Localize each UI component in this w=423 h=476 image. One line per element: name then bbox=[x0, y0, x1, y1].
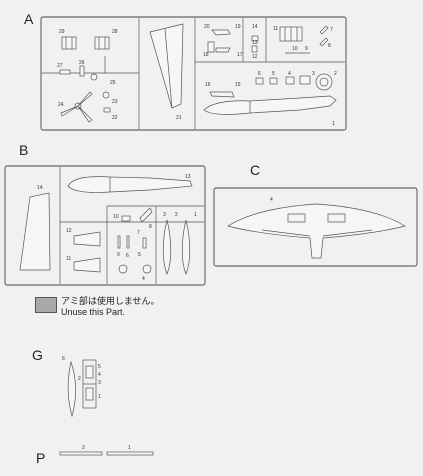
sprue-p-letter: P bbox=[36, 450, 46, 466]
sprue-c-part-4-wing: 4 bbox=[227, 197, 406, 259]
sprue-b-part-13-fuselage: 13 bbox=[67, 174, 193, 193]
part-number: 28 bbox=[112, 29, 118, 35]
part-number: 9 bbox=[305, 46, 308, 52]
part-number: 1 bbox=[332, 121, 335, 127]
sprue-a-parts-6-2: 6 5 4 3 2 bbox=[255, 71, 337, 91]
sprue-a-part-22: 22 bbox=[103, 107, 118, 121]
sprue-a-part-29: 29 bbox=[59, 29, 77, 50]
part-number: 17 bbox=[237, 52, 243, 58]
part-number: 12 bbox=[66, 228, 72, 234]
sprue-a-part-27: 27 bbox=[57, 63, 71, 75]
part-number: 13 bbox=[185, 174, 191, 180]
sprue-a-part-1-fuselage: 1 bbox=[203, 95, 337, 127]
part-number: 10 bbox=[113, 214, 119, 220]
sprue-a-part-11-engine: 11 bbox=[273, 26, 303, 42]
legend-english: Unuse this Part. bbox=[61, 307, 126, 317]
part-number: 4 bbox=[288, 71, 291, 77]
sprue-a-parts-14-12: 14 13 12 bbox=[251, 24, 259, 60]
part-number: 22 bbox=[112, 115, 118, 121]
part-number: 2 bbox=[78, 376, 81, 382]
part-number: 9 bbox=[117, 252, 120, 258]
part-number: 23 bbox=[112, 99, 118, 105]
sprue-g-letter: G bbox=[32, 347, 43, 363]
sprue-a-parts-16-15: 16 15 bbox=[205, 82, 241, 98]
part-number: 3 bbox=[98, 380, 101, 386]
unused-parts-swatch bbox=[35, 297, 57, 313]
part-number: 2 bbox=[82, 445, 85, 451]
sprue-a-part-25: 25 bbox=[90, 73, 116, 86]
sprue-c-frame bbox=[213, 187, 418, 267]
part-number: 29 bbox=[59, 29, 65, 35]
part-number: 8 bbox=[328, 43, 331, 49]
part-number: 24 bbox=[58, 102, 64, 108]
part-number: 6 bbox=[258, 71, 261, 77]
part-number: 13 bbox=[252, 40, 258, 46]
sprue-b-frame bbox=[4, 165, 206, 286]
unused-parts-legend: アミ部は使用しません。 Unuse this Part. bbox=[61, 296, 160, 318]
legend-japanese: アミ部は使用しません。 bbox=[61, 296, 160, 306]
sprue-g-frame bbox=[82, 359, 97, 409]
part-number: 12 bbox=[252, 54, 258, 60]
part-number: 14 bbox=[37, 185, 43, 191]
part-number: 14 bbox=[252, 24, 258, 30]
sprue-a-part-28: 28 bbox=[94, 29, 118, 50]
sprue-b-parts-10-4: 10 9 8 7 6 5 4 bbox=[113, 207, 153, 282]
part-number: 5 bbox=[138, 252, 141, 258]
part-number: 10 bbox=[292, 46, 298, 52]
part-number: 16 bbox=[205, 82, 211, 88]
part-number: 4 bbox=[270, 197, 273, 203]
sprue-b-parts-12-11: 12 11 bbox=[66, 228, 101, 273]
sprue-a-parts-20-17: 20 19 18 17 bbox=[203, 24, 243, 58]
part-number: 26 bbox=[79, 60, 85, 66]
part-number: 7 bbox=[137, 230, 140, 236]
sprue-c-letter: C bbox=[250, 162, 261, 178]
part-number: 3 bbox=[163, 212, 166, 218]
part-number: 27 bbox=[57, 63, 63, 69]
part-number: 4 bbox=[98, 372, 101, 378]
part-number: 11 bbox=[66, 256, 71, 262]
sprue-a-frame bbox=[40, 16, 347, 131]
sprue-a-part-24-propeller: 24 bbox=[58, 91, 93, 123]
sprue-b-parts-3-1: 3 2 1 bbox=[162, 212, 197, 275]
part-number: 2 bbox=[334, 71, 337, 77]
part-number: 4 bbox=[142, 276, 145, 282]
part-number: 6 bbox=[62, 356, 65, 362]
part-number: 19 bbox=[235, 24, 241, 30]
part-number: 7 bbox=[330, 27, 333, 33]
part-number: 6 bbox=[126, 253, 129, 259]
part-number: 1 bbox=[128, 445, 131, 451]
part-number: 1 bbox=[98, 394, 101, 400]
sprue-a-part-23: 23 bbox=[102, 91, 118, 105]
part-number: 25 bbox=[110, 80, 116, 86]
sprue-b-letter: B bbox=[19, 142, 29, 158]
sprue-b-part-14: 14 bbox=[19, 185, 51, 271]
sprue-a-part-21-rudder: 21 bbox=[149, 23, 184, 121]
part-number: 3 bbox=[312, 71, 315, 77]
sprue-g-parts-5-1: 5 4 3 2 1 bbox=[78, 364, 101, 401]
part-number: 11 bbox=[273, 26, 278, 32]
part-number: 5 bbox=[98, 364, 101, 370]
sprue-a-letter: A bbox=[24, 11, 34, 27]
part-number: 2 bbox=[175, 212, 178, 218]
sprue-p-parts: 2 1 bbox=[59, 445, 154, 456]
sprue-a-parts-10-9-8-7: 10 9 8 7 bbox=[285, 25, 333, 54]
sprue-g-part-6-canopy: 6 bbox=[62, 356, 76, 418]
sprue-a-part-26: 26 bbox=[79, 60, 85, 77]
part-number: 15 bbox=[235, 82, 241, 88]
part-number: 18 bbox=[203, 52, 209, 58]
part-number: 8 bbox=[149, 224, 152, 230]
part-number: 5 bbox=[272, 71, 275, 77]
part-number: 20 bbox=[204, 24, 210, 30]
part-number: 1 bbox=[194, 212, 197, 218]
part-number: 21 bbox=[176, 115, 182, 121]
